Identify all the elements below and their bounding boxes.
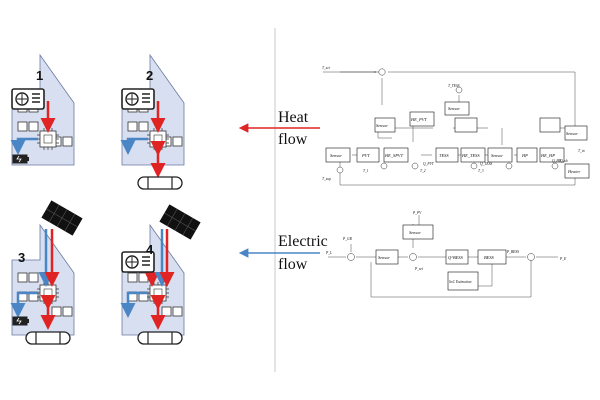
electric-block-bess: BESS <box>484 255 495 260</box>
electric-flow-label-line2: flow <box>278 256 308 273</box>
heat-block-he-tess: HE_TESS <box>461 153 480 158</box>
heat-block-he-hp: HE_HP <box>540 153 555 158</box>
heat-block-he-pvt: HE_PVT <box>410 117 427 122</box>
heat-signal-qhp: Q_HP <box>552 159 562 163</box>
heat-signal-tsup: T_sup <box>322 177 331 181</box>
electric-signal-pe: P_E <box>559 257 567 261</box>
electric-block-sensor-2: Sensor <box>378 255 390 260</box>
heat-block-sensor-3: Sensor <box>448 106 460 111</box>
scenario-1-number: 1 <box>36 68 43 83</box>
scenario-4-pv-icon <box>159 204 201 240</box>
electric-signal-pset: P_set <box>414 267 424 271</box>
heat-block-pvt: PVT <box>361 153 370 158</box>
heat-control-diagram: Sensor PVT HE_SPVT HE_PVT TESS HE_TESS S… <box>322 66 590 186</box>
heat-block-tess: TESS <box>439 153 449 158</box>
scenario-1-heatpump-icon <box>11 88 45 110</box>
scenario-3-ev-icon <box>25 331 71 345</box>
scenario-3-pv-icon <box>41 200 83 236</box>
scenario-2-house <box>120 54 185 178</box>
electric-block-soc: SoC Estimation <box>449 280 472 284</box>
heat-signal-tset: T_set <box>322 66 331 70</box>
electric-block-qbess: Q^BESS <box>448 255 464 260</box>
electric-signal-pl: P_L <box>325 251 332 255</box>
heat-block-he-spvt: HE_SPVT <box>384 153 404 158</box>
scenario-3-house <box>10 224 75 336</box>
heat-signal-ttess: T_TESS <box>448 84 460 88</box>
electric-flow-label-line1: Electric <box>278 233 328 250</box>
electric-block-sensor-1: Sensor <box>409 230 421 235</box>
heat-signal-t2: T_2 <box>420 169 426 173</box>
battery-icon <box>12 154 30 164</box>
heat-signal-qtess: Q_TESS <box>480 162 492 166</box>
scenario-2-number: 2 <box>146 68 153 83</box>
heat-block-sensor-2: Sensor <box>491 153 503 158</box>
electric-signal-pgr: P_GR <box>342 237 353 241</box>
heat-signal-t1: T_1 <box>363 169 369 173</box>
heat-signal-t3: T_3 <box>478 169 484 173</box>
scenario-2-ev-icon <box>137 176 183 190</box>
scenario-3-number: 3 <box>18 250 25 265</box>
heat-flow-label-line1: Heat <box>278 109 309 126</box>
electric-signal-pbess: P_BESS <box>506 250 519 254</box>
scenario-1-house <box>10 54 75 166</box>
scenario-4-ev-icon <box>137 331 183 345</box>
heat-block-sensor-1: Sensor <box>330 153 342 158</box>
scenario-4-number: 4 <box>146 242 154 257</box>
scenario-4-house <box>120 224 185 336</box>
heat-signal-qsh: Q_sh <box>560 159 568 163</box>
heat-block-heater: Heater <box>567 169 580 174</box>
heat-flow-label-line2: flow <box>278 131 308 148</box>
scenario-2-heatpump-icon <box>121 88 155 110</box>
heat-block-sensor-4: Sensor <box>566 131 578 136</box>
heat-block-hp: HP <box>521 153 528 158</box>
electric-signal-ppv: P_PV <box>412 211 422 215</box>
heat-signal-qpvt: Q_PVT <box>423 162 435 166</box>
heat-block-sensor-5: Sensor <box>376 123 388 128</box>
heat-signal-tin: T_in <box>578 149 585 153</box>
electric-control-diagram: Sensor Sensor Q^BESS BESS SoC Estimation… <box>325 211 567 298</box>
